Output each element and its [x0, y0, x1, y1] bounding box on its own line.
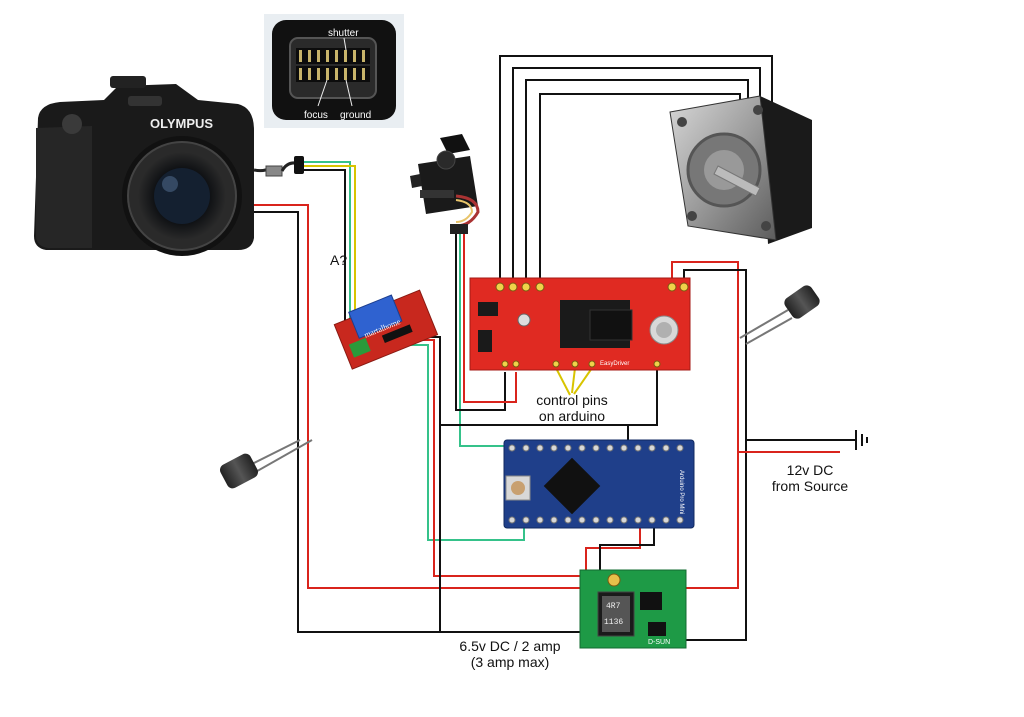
source-label: 12v DC from Source — [760, 462, 860, 494]
control-pins-line1: control pins — [536, 392, 608, 408]
relay-signal-green — [400, 344, 525, 541]
driver-power-black — [680, 269, 747, 641]
arduino-board: Arduino Pro Mini — [503, 439, 695, 529]
supply-line2: (3 amp max) — [470, 654, 550, 670]
source-line2: from Source — [771, 478, 849, 494]
motor-wire-4 — [539, 93, 741, 283]
control-pins-line2: on arduino — [538, 408, 606, 424]
motor-wire-1 — [499, 55, 773, 283]
driver-power-red — [671, 261, 739, 589]
stepper-driver-board: EasyDriver — [469, 277, 691, 371]
connector-ground-label: ground — [340, 110, 371, 121]
servo-wire-black — [455, 232, 506, 411]
ground-symbol-icon — [855, 430, 868, 450]
supply-line1: 6.5v DC / 2 amp — [459, 638, 561, 654]
relay-module — [333, 289, 439, 370]
camera-wire-green — [300, 161, 351, 328]
relay-question-label: A? — [330, 252, 348, 268]
converter-brand-label: D-SUN — [648, 639, 670, 646]
capacitor-left — [220, 439, 313, 489]
stepper-motor — [669, 95, 812, 244]
capacitor-right — [739, 285, 820, 345]
connector-inset: shutter focus ground — [264, 14, 404, 128]
camera: OLYMPUS — [34, 76, 254, 256]
servo-wire-red — [463, 232, 517, 403]
camera-power-red — [252, 204, 580, 589]
arduino-board-label: Arduino Pro Mini — [678, 470, 684, 514]
servo — [410, 134, 480, 234]
servo-wire-green — [459, 232, 510, 447]
control-pin-1 — [555, 367, 571, 396]
control-pin-2 — [571, 367, 576, 394]
control-pin-3 — [573, 367, 593, 395]
camera-wire-yellow — [300, 165, 356, 332]
motor-wire-2 — [512, 67, 761, 283]
motor-wire-3 — [525, 79, 749, 283]
inductor-bottom-label: 1136 — [604, 618, 623, 627]
converter-out-black — [599, 525, 655, 570]
supply-label: 6.5v DC / 2 amp (3 amp max) — [440, 638, 580, 670]
connector-shutter-label: shutter — [328, 28, 359, 39]
connector-focus-label: focus — [304, 110, 328, 121]
converter-out-red — [585, 525, 641, 570]
ground-bus — [440, 366, 658, 426]
camera-cable — [253, 156, 304, 177]
dc-converter-board: 4R7 1136 D-SUN — [579, 569, 687, 649]
control-pins-label: control pins on arduino — [512, 392, 632, 424]
camera-brand-label: OLYMPUS — [150, 116, 213, 131]
inductor-top-label: 4R7 — [606, 602, 621, 611]
source-line1: 12v DC — [786, 462, 834, 478]
camera-wire-black — [300, 169, 346, 336]
driver-board-label: EasyDriver — [600, 361, 629, 367]
